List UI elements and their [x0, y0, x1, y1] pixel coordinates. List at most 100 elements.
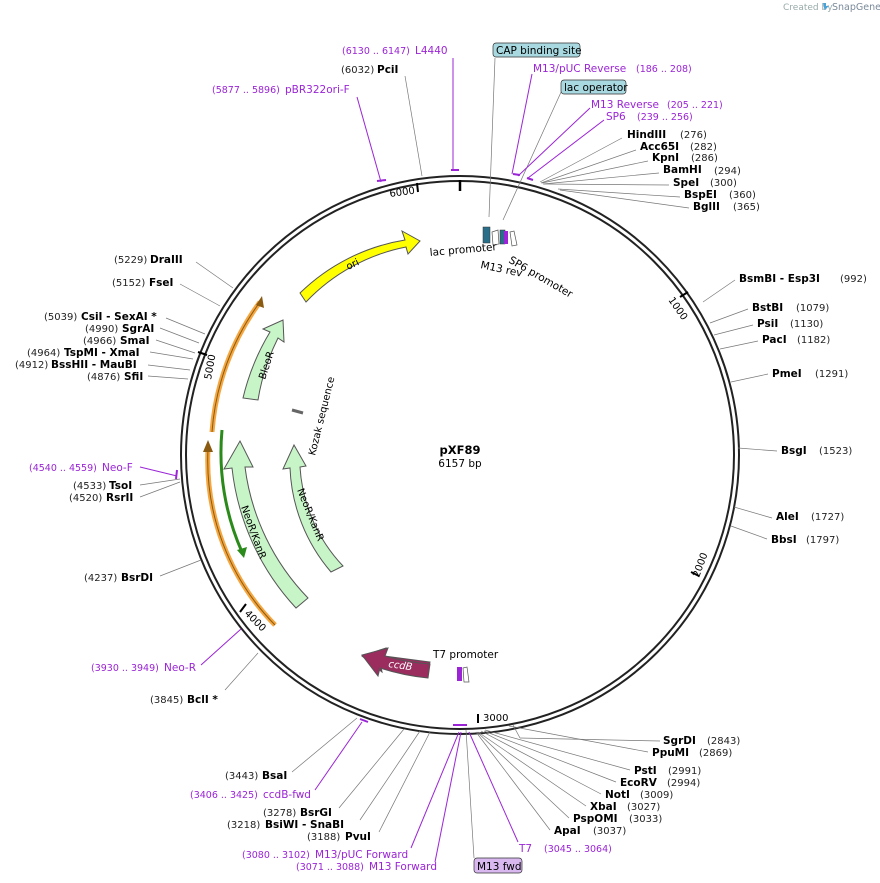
- sites-left: (4520) RsrII (4533) TsoI (4876) SfiI (49…: [15, 254, 234, 504]
- site-pos: (365): [733, 202, 760, 213]
- site-pos: (2991): [668, 766, 701, 777]
- site-pos: (1523): [819, 446, 852, 457]
- leader: [483, 730, 617, 783]
- site-pos: (1182): [797, 335, 830, 346]
- site-name: SpeI: [673, 177, 699, 189]
- ori-arrow: [299, 229, 421, 303]
- ccdb-arrow: [361, 647, 431, 679]
- site-pos: (3033): [629, 814, 662, 825]
- site-pos: (992): [840, 274, 867, 285]
- primer-leader: [200, 628, 242, 666]
- leader: [465, 729, 475, 859]
- neor-arrow-outer: [223, 439, 309, 609]
- site-pos: (1797): [806, 535, 839, 546]
- site-name: ApaI: [554, 825, 581, 837]
- primer-name: M13 Reverse: [591, 99, 659, 111]
- primers: (6130 .. 6147) L4440 (5877 .. 5896) pBR3…: [29, 45, 723, 873]
- site-name: BspEI: [684, 189, 717, 201]
- site-name: TsoI: [109, 480, 132, 492]
- site-pos: (3188): [307, 832, 340, 843]
- primer-name: M13 Forward: [369, 861, 437, 873]
- orf-green-head: [237, 547, 247, 558]
- site-name: CsiI - SexAI *: [81, 311, 157, 323]
- t7-promoter-arrow: [462, 666, 470, 683]
- leader: [159, 559, 202, 577]
- site-name: BssHII - MauBI: [51, 359, 137, 371]
- site-name: SfiI: [124, 371, 143, 383]
- site-name: EcoRV: [620, 777, 658, 789]
- site-pos: (2869): [699, 748, 732, 759]
- leader: [378, 731, 431, 833]
- site-pos: (4964): [27, 348, 60, 359]
- primer-pos: (205 .. 221): [667, 100, 723, 111]
- primer-leader: [511, 73, 533, 175]
- site-pos: (286): [691, 153, 718, 164]
- site-name: XbaI: [590, 801, 617, 813]
- snapgene-logo-text: SnapGene: [832, 2, 880, 13]
- site-pos: (4966): [83, 336, 116, 347]
- leader: [359, 730, 421, 821]
- site-pos: (3027): [627, 802, 660, 813]
- leader: [139, 481, 181, 498]
- orf-neo-head: [203, 440, 213, 452]
- primer-pos: (3045 .. 3064): [544, 844, 612, 855]
- m13-fwd-label: M13 fwd: [477, 861, 522, 873]
- sites-bottom-left: (3188) PvuI (3218) BsiWI - SnaBI (3278) …: [84, 559, 431, 843]
- leader: [475, 731, 551, 831]
- site-name: FseI: [149, 277, 173, 289]
- primer-name: M13/pUC Forward: [315, 849, 408, 861]
- primer-leader: [139, 466, 178, 477]
- leader: [508, 725, 649, 753]
- site-pos: (282): [690, 142, 717, 153]
- site-name: SmaI: [120, 335, 150, 347]
- leader: [179, 283, 221, 307]
- site-pos: (5229): [114, 255, 147, 266]
- site-pos: (5039): [44, 312, 77, 323]
- leader: [338, 728, 405, 809]
- site-name: BsaI: [262, 770, 287, 782]
- leader: [404, 75, 423, 177]
- leader: [159, 327, 200, 344]
- site-name: PspOMI: [573, 813, 618, 825]
- primer-mark: [526, 177, 534, 181]
- site-name: KpnI: [652, 152, 679, 164]
- primer-pos: (4540 .. 4559): [29, 463, 97, 474]
- site-name: DraIII: [150, 254, 183, 266]
- site-pos: (4533): [73, 481, 106, 492]
- site-name: Acc65I: [640, 141, 679, 153]
- neor-arrow-inner: [282, 443, 344, 573]
- leader: [719, 340, 759, 350]
- primer-pos: (3930 .. 3949): [91, 663, 159, 674]
- site-name: PstI: [634, 765, 657, 777]
- site-pos: (4912): [15, 360, 48, 371]
- site-name: AleI: [776, 511, 799, 523]
- site-name: NotI: [605, 789, 630, 801]
- primer-mark: [376, 179, 387, 182]
- cap-site-box: [482, 226, 491, 244]
- primer-pos: (3071 .. 3088): [296, 862, 364, 873]
- primer-pos: (5877 .. 5896): [212, 85, 280, 96]
- orf-neo-outline: [207, 448, 276, 626]
- tick-label: 3000: [483, 713, 508, 724]
- primer-name: Neo-R: [164, 662, 196, 674]
- site-name: PacI: [762, 334, 787, 346]
- lac-operator-label-box: [560, 79, 627, 95]
- site-name: PciI: [377, 64, 398, 76]
- primer-name: ccdB-fwd: [263, 789, 311, 801]
- leader: [730, 525, 768, 540]
- site-name: PpuMI: [652, 747, 689, 759]
- leader: [709, 308, 749, 324]
- leader: [713, 324, 754, 336]
- primer-mark: [175, 469, 178, 480]
- site-name: SgrAI: [122, 323, 154, 335]
- site-name: BglII: [693, 201, 720, 213]
- site-name: BclI *: [187, 694, 218, 706]
- tick-label: 6000: [389, 186, 416, 200]
- site-pos: (360): [729, 190, 756, 201]
- site-pos: (1079): [796, 303, 829, 314]
- credit-text: Created by: [783, 3, 833, 13]
- sites-top: (6032) PciI HindIII (276) Acc65I (282) K…: [341, 64, 760, 213]
- leader: [559, 189, 690, 209]
- site-pos: (4990): [85, 324, 118, 335]
